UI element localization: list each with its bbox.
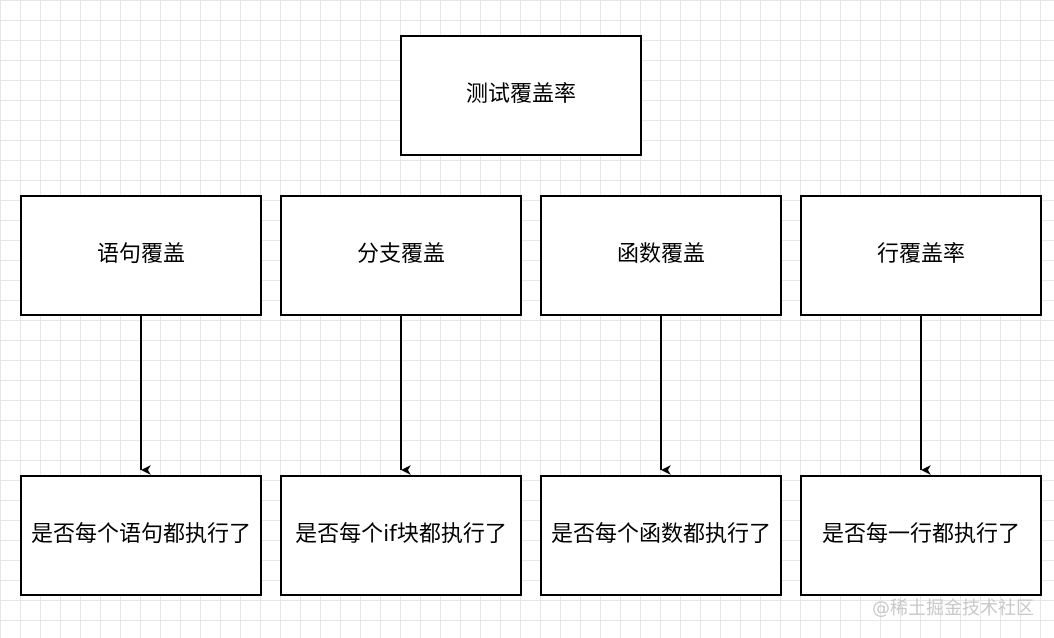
watermark: @稀土掘金技术社区	[872, 598, 1034, 619]
detail-label: 是否每个语句都执行了	[30, 522, 251, 548]
category-label: 函数覆盖	[616, 242, 705, 268]
category-node-line: 行覆盖率	[800, 195, 1042, 316]
detail-node-function: 是否每个函数都执行了	[540, 475, 782, 596]
category-label: 语句覆盖	[96, 242, 185, 268]
detail-node-line: 是否每一行都执行了	[800, 475, 1042, 596]
detail-node-branch: 是否每个if块都执行了	[280, 475, 522, 596]
detail-node-statement: 是否每个语句都执行了	[20, 475, 262, 596]
root-node-label: 测试覆盖率	[465, 82, 576, 108]
root-node: 测试覆盖率	[400, 35, 642, 156]
category-node-statement: 语句覆盖	[20, 195, 262, 316]
category-label: 行覆盖率	[876, 242, 965, 268]
category-node-branch: 分支覆盖	[280, 195, 522, 316]
detail-label: 是否每个if块都执行了	[295, 522, 507, 548]
category-node-function: 函数覆盖	[540, 195, 782, 316]
detail-label: 是否每个函数都执行了	[550, 522, 771, 548]
category-label: 分支覆盖	[356, 242, 445, 268]
detail-label: 是否每一行都执行了	[821, 522, 1020, 548]
